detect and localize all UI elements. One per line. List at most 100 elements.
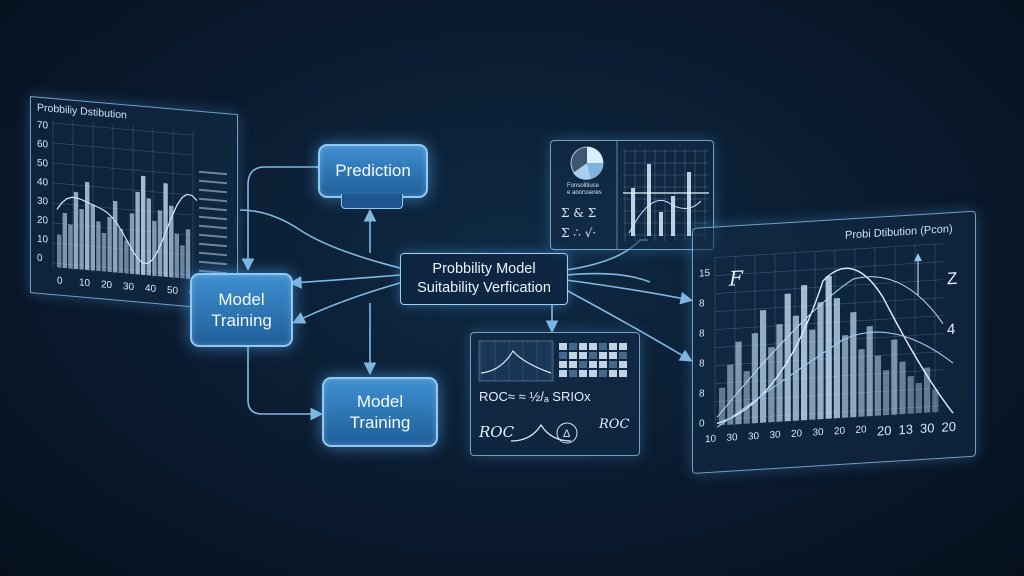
- left-bar: [96, 221, 101, 272]
- right-bar: [735, 341, 742, 425]
- right-bar: [809, 329, 816, 420]
- model-training-left-node[interactable]: Model Training: [190, 273, 293, 347]
- right-x-tick: 30: [920, 420, 935, 437]
- left-bar: [79, 208, 84, 270]
- left-x-tick: 40: [145, 283, 157, 296]
- metrics-panel: Δ ROC≈ ≈ ½/ₐ SRIOx ROC ROC: [470, 332, 640, 456]
- right-x-tick: 30: [726, 432, 738, 444]
- right-bar: [825, 275, 832, 419]
- connector-center-left: [288, 274, 401, 289]
- left-x-tick: 0: [57, 275, 63, 287]
- right-x-tick: 30: [748, 430, 760, 443]
- pie-icon: [570, 146, 604, 180]
- right-x-tick: 20: [834, 425, 846, 438]
- left-y-tick: 30: [37, 195, 49, 208]
- prediction-node[interactable]: Prediction: [318, 144, 428, 198]
- right-bar: [784, 293, 791, 422]
- right-bar: [883, 369, 890, 416]
- right-x-tick: 20: [877, 422, 892, 439]
- model-training-bottom-line2: Training: [349, 413, 411, 432]
- left-y-tick: 60: [37, 138, 49, 151]
- connector-left-bottom: [241, 335, 324, 421]
- right-side-label-z: Z: [947, 268, 958, 289]
- right-y-tick: 0: [699, 418, 705, 430]
- right-bar: [817, 301, 824, 420]
- stats-panel-graphics: Σ & Σ Σ ∴ √·: [561, 141, 709, 249]
- right-bar: [751, 332, 758, 424]
- right-f-label: F: [729, 265, 743, 291]
- left-x-tick: 10: [79, 277, 91, 290]
- right-bar: [858, 348, 865, 417]
- right-bar: [915, 382, 923, 414]
- right-bar: [866, 325, 873, 417]
- left-histogram: [52, 118, 227, 282]
- connector-prediction-left: [241, 160, 328, 272]
- svg-text:Σ & Σ: Σ & Σ: [561, 206, 596, 220]
- right-bar: [891, 339, 898, 415]
- right-bar: [719, 387, 726, 426]
- prediction-base: [341, 194, 403, 209]
- left-bar: [180, 245, 185, 279]
- right-bar: [850, 311, 857, 418]
- right-side-label-4: 4: [947, 320, 956, 339]
- center-node[interactable]: Probbility Model Suitability Verfication: [400, 253, 568, 305]
- model-training-bottom-node[interactable]: Model Training: [322, 377, 438, 447]
- left-x-tick: 30: [123, 281, 135, 294]
- left-bar: [73, 191, 79, 270]
- left-x-tick: 50: [167, 284, 179, 297]
- left-bar: [62, 212, 68, 269]
- left-y-tick: 0: [37, 252, 43, 265]
- right-x-tick: 10: [705, 433, 717, 446]
- right-x-tick: 30: [812, 426, 824, 439]
- right-histogram: [714, 243, 954, 428]
- metrics-roc-right: ROC: [599, 417, 630, 432]
- right-x-tick: 20: [791, 428, 803, 440]
- right-bar: [801, 284, 808, 421]
- metrics-graphics: Δ: [478, 340, 627, 444]
- svg-text:Δ: Δ: [563, 428, 571, 440]
- right-x-tick: 13: [898, 421, 913, 438]
- right-bar: [874, 355, 882, 416]
- left-chart-panel: Probbiliy Dstibution 0102030405060 70605…: [30, 96, 238, 312]
- left-bar: [135, 191, 140, 275]
- left-bar: [152, 220, 157, 277]
- prediction-label: Prediction: [335, 161, 411, 181]
- stats-caption-line1: Fonsolitiuce: [567, 183, 600, 189]
- metrics-roc-left: ROC: [479, 423, 515, 441]
- left-bar: [129, 213, 135, 275]
- left-bar: [157, 210, 163, 277]
- model-training-left-line1: Model: [218, 289, 265, 309]
- left-bar: [57, 234, 62, 268]
- left-y-tick: 10: [37, 233, 49, 246]
- model-training-bottom-line1: Model: [356, 391, 404, 411]
- left-bar: [169, 205, 174, 278]
- left-y-tick: 40: [37, 176, 49, 189]
- right-y-tick: 8: [699, 358, 705, 370]
- right-bar: [907, 375, 914, 414]
- left-bar: [141, 175, 146, 276]
- right-bar: [932, 389, 939, 413]
- right-bar: [833, 297, 841, 419]
- left-x-tick: 20: [101, 279, 113, 292]
- right-y-tick: 8: [699, 328, 705, 340]
- left-bar: [118, 228, 123, 274]
- right-x-tick: 20: [941, 418, 956, 435]
- right-x-tick: 30: [769, 429, 781, 442]
- metrics-line1: ROC≈ ≈ ½/ₐ SRIOx: [479, 389, 591, 404]
- stats-panel: Σ & Σ Σ ∴ √· Fonsolitiuce e aoorsseres: [550, 140, 714, 250]
- left-y-tick: 70: [37, 119, 49, 132]
- right-bar: [924, 367, 931, 413]
- left-y-tick: 50: [37, 157, 49, 170]
- right-bar: [842, 334, 849, 418]
- right-bar: [792, 315, 800, 421]
- left-y-tick: 20: [37, 214, 49, 227]
- right-x-tick: 20: [855, 424, 867, 436]
- right-bar: [727, 364, 734, 425]
- left-bar: [124, 240, 129, 274]
- left-bar: [85, 181, 90, 271]
- left-bar: [68, 224, 73, 269]
- right-bar: [899, 361, 906, 415]
- center-line1: Probbility Model: [432, 261, 536, 278]
- center-line2: Suitability Verfication: [417, 280, 551, 296]
